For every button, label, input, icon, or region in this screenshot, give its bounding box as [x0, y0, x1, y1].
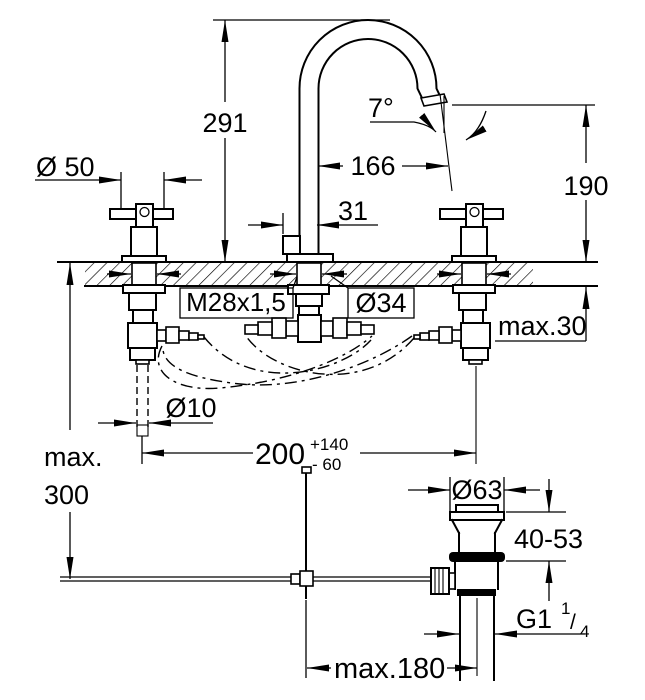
dim-max30-label: max.30 [498, 311, 587, 341]
waste-lock-ring [457, 589, 496, 596]
dim-waste-diameter: Ø63 [408, 475, 540, 511]
dim-o10-label: Ø10 [165, 393, 216, 423]
dim-deck-thickness: max.30 [495, 287, 590, 342]
left-shank-through-deck [131, 262, 157, 286]
dim-200-tol-minus: - 60 [312, 455, 341, 474]
dim-40-53-label: 40-53 [514, 524, 583, 554]
spout-tee-right-arm [320, 317, 375, 339]
dim-overall-height: 291 [202, 19, 390, 262]
dim-rod-length: max. 300 [44, 263, 103, 579]
dim-waste-thread: G1 1 / 4 [424, 599, 589, 641]
right-handle-valve [413, 203, 504, 464]
spout-base-tab [282, 235, 301, 255]
spout-outer-contour [298, 19, 443, 256]
dim-hole-spacing: 200 +140 - 60 [141, 435, 476, 474]
spout-aerator-tip [419, 93, 449, 107]
spout-inner-contour [317, 38, 425, 256]
label-hole-diameter: Ø34 [330, 275, 415, 319]
spout-shank-through-deck [296, 262, 322, 286]
dim-spout-reach: 166 [318, 151, 448, 181]
dim-291-label: 291 [202, 108, 247, 138]
dim-31-label: 31 [338, 196, 368, 226]
right-shank-through-deck [461, 262, 487, 286]
o34-label: Ø34 [355, 288, 406, 318]
dim-hose-diameter: Ø10 [98, 393, 217, 427]
dim-handle-diameter: Ø 50 [35, 152, 202, 208]
m28-label: M28x1,5 [186, 287, 286, 317]
left-handle-valve [109, 203, 205, 437]
dim-200-tol-plus: +140 [310, 435, 348, 454]
left-flexible-hose [136, 365, 149, 437]
dim-o50-label: Ø 50 [36, 152, 95, 182]
right-supply-fitting [413, 326, 462, 344]
dim-outlet-height: 190 [452, 104, 609, 262]
dim-o63-label: Ø63 [451, 475, 502, 505]
g1-frac-den: 4 [580, 622, 589, 641]
pop-up-rod [60, 466, 433, 599]
rod-attachment-knob [430, 567, 456, 595]
g1-frac-num: 1 [561, 599, 570, 618]
dim-max180-label: max.180 [334, 653, 445, 685]
dim-300-label: 300 [44, 480, 89, 510]
left-supply-fitting [156, 326, 205, 344]
spout-tee-left-arm [244, 317, 299, 339]
label-mounting-thread: M28x1,5 [179, 276, 298, 319]
dim-190-label: 190 [563, 171, 608, 201]
dim-spout-base: 31 [248, 196, 378, 234]
g1-frac-slash: / [570, 611, 576, 634]
g1-label: G1 [516, 604, 552, 634]
dim-7deg-label: 7° [368, 93, 394, 123]
waste-plug-cap [455, 504, 499, 513]
dim-basin-thickness: 40-53 [506, 479, 583, 601]
dim-200-label: 200 [255, 438, 305, 471]
dim-spout-angle: 7° [368, 93, 487, 192]
countertop-cross-section [57, 261, 598, 287]
waste-valve-assembly [430, 504, 505, 681]
supply-hoses-schematic [157, 335, 415, 390]
waste-seal-ring [449, 552, 505, 562]
spout-base-plate [286, 253, 334, 263]
waste-flange [449, 511, 505, 521]
spout-assembly [244, 19, 449, 343]
dim-max-word-label: max. [44, 442, 103, 472]
dim-166-label: 166 [350, 151, 395, 181]
dim-rod-offset: max.180 [305, 600, 477, 685]
